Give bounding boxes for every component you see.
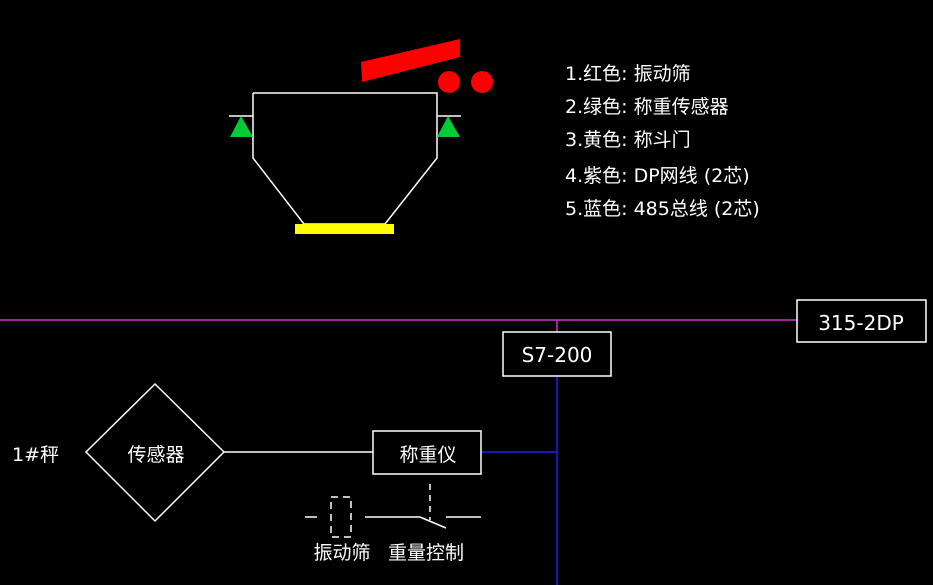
vibrator-plate xyxy=(361,39,460,82)
scale-label: 1#秤 xyxy=(12,444,59,466)
sensor-block: 传感器 xyxy=(84,382,226,523)
hopper-outline xyxy=(252,92,438,225)
vibrator-output-label: 振动筛 xyxy=(313,542,370,564)
legend-item-1: 1.红色: 振动筛 xyxy=(565,63,691,85)
hopper-gate xyxy=(295,224,394,234)
vibrator-dot-right xyxy=(471,71,493,93)
sensor-label: 传感器 xyxy=(127,444,184,466)
legend-item-2: 2.绿色: 称重传感器 xyxy=(565,96,729,118)
weighing-indicator-block: 称重仪 xyxy=(372,430,482,475)
load-cell-right xyxy=(437,115,461,137)
vibrator-coil-symbol xyxy=(330,496,352,538)
vibrator-dot-left xyxy=(438,71,460,93)
s7-200-label: S7-200 xyxy=(522,343,593,367)
legend: 1.红色: 振动筛 2.绿色: 称重传感器 3.黄色: 称斗门 4.紫色: DP… xyxy=(565,63,760,220)
legend-item-3: 3.黄色: 称斗门 xyxy=(565,129,691,151)
legend-item-4: 4.紫色: DP网线 (2芯) xyxy=(565,165,750,187)
master-315-2dp-label: 315-2DP xyxy=(818,311,904,335)
output-circuit: 振动筛 重量控制 xyxy=(305,484,481,564)
hopper-illustration xyxy=(229,39,493,234)
weight-control-switch-blade xyxy=(419,516,447,529)
weight-control-label: 重量控制 xyxy=(388,542,464,564)
load-cell-left xyxy=(229,115,253,137)
s7-200-block: S7-200 xyxy=(502,331,612,377)
legend-item-5: 5.蓝色: 485总线 (2芯) xyxy=(565,198,760,220)
master-315-2dp-block: 315-2DP xyxy=(796,299,927,343)
weighing-indicator-label: 称重仪 xyxy=(399,444,456,466)
